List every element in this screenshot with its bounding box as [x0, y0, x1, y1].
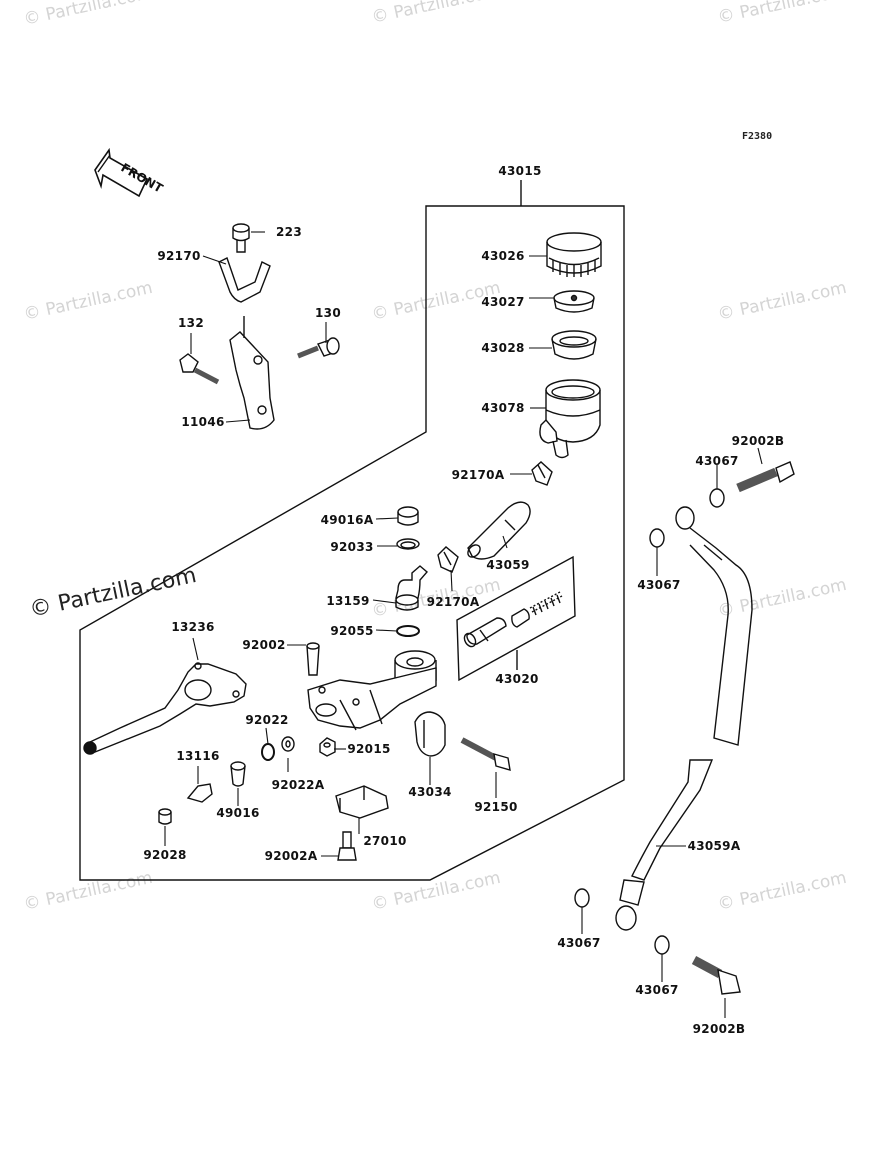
washer-43067	[709, 488, 725, 508]
figure-code: F2380	[742, 131, 773, 142]
pin-13116	[186, 783, 213, 803]
oring-92055	[396, 625, 420, 637]
banjo-bolt-92002b-upper	[736, 461, 795, 493]
boot-49016	[230, 761, 246, 787]
part-label[interactable]: 43015	[498, 164, 542, 178]
part-label[interactable]: 92015	[347, 742, 391, 756]
part-label[interactable]: 43027	[481, 295, 525, 309]
part-label[interactable]: 92150	[474, 800, 518, 814]
piston-43020	[463, 591, 563, 648]
part-label[interactable]: 92002B	[731, 434, 785, 448]
part-label[interactable]: 92170A	[451, 468, 505, 482]
part-label[interactable]: 13159	[326, 594, 370, 608]
part-label[interactable]: 92028	[143, 848, 187, 862]
part-label[interactable]: 27010	[363, 834, 407, 848]
part-label[interactable]: 43067	[635, 983, 679, 997]
part-label[interactable]: 43067	[695, 454, 739, 468]
fitting-13159	[395, 565, 428, 611]
part-label[interactable]: 43067	[637, 578, 681, 592]
diaphragm-43028	[551, 330, 597, 360]
clamp-43034	[414, 711, 446, 757]
clamp-92170a-top	[531, 461, 553, 486]
part-label[interactable]: 43078	[481, 401, 525, 415]
part-label[interactable]: 43059A	[687, 839, 741, 853]
part-label[interactable]: 43067	[557, 936, 601, 950]
part-label[interactable]: 11046	[181, 415, 225, 429]
part-label[interactable]: 43020	[495, 672, 539, 686]
part-label[interactable]: 13236	[171, 620, 215, 634]
part-label[interactable]: 92002	[242, 638, 286, 652]
part-label[interactable]: 92002A	[264, 849, 318, 863]
part-label[interactable]: 43028	[481, 341, 525, 355]
hose-43059a	[615, 506, 753, 931]
part-label[interactable]: 43059	[486, 558, 530, 572]
part-label[interactable]: 223	[276, 225, 302, 239]
plate-43027	[553, 290, 595, 313]
bracket-11046	[229, 316, 275, 430]
banjo-bolt-92002b-lower	[691, 956, 741, 995]
part-label[interactable]: 130	[315, 306, 341, 320]
cap-92028	[158, 808, 172, 825]
part-label[interactable]: 43034	[408, 785, 452, 799]
circlip-92033	[396, 538, 420, 550]
part-label[interactable]: 132	[178, 316, 204, 330]
clip-92022	[261, 743, 275, 761]
master-cylinder-body	[307, 650, 437, 731]
leader-lines	[164, 231, 763, 1018]
part-label[interactable]: 92022A	[271, 778, 325, 792]
part-label[interactable]: 92033	[330, 540, 374, 554]
part-label[interactable]: 92170A	[426, 595, 480, 609]
front-arrow-icon	[94, 147, 149, 198]
washer-43067	[654, 935, 670, 955]
switch-27010	[335, 785, 389, 819]
part-label[interactable]: 92170	[157, 249, 201, 263]
part-label[interactable]: 92002B	[692, 1022, 746, 1036]
bolt-132	[179, 353, 220, 385]
part-label[interactable]: 13116	[176, 749, 220, 763]
nut-92015	[319, 737, 336, 757]
reservoir-cap-43026	[546, 232, 602, 277]
clamp-92170a-lower	[437, 546, 459, 573]
clamp-92170	[218, 257, 271, 303]
lever-13236	[83, 662, 247, 755]
screw-92002a	[337, 831, 357, 861]
washer-43067	[574, 888, 590, 908]
part-label[interactable]: 43026	[481, 249, 525, 263]
part-label[interactable]: 92022	[245, 713, 289, 727]
screw-92002	[306, 642, 320, 676]
reservoir-43078	[539, 379, 601, 459]
screw-223	[232, 223, 250, 253]
part-label[interactable]: 92055	[330, 624, 374, 638]
valve-kit-boundary	[456, 555, 576, 682]
assembly-boundary	[79, 205, 625, 881]
washer-92022a	[281, 736, 295, 752]
part-label[interactable]: 49016A	[320, 513, 374, 527]
hose-43059	[467, 501, 531, 560]
bolt-92150	[460, 737, 511, 771]
part-label[interactable]: 49016	[216, 806, 260, 820]
bolt-130	[297, 337, 340, 359]
cap-49016a	[397, 506, 419, 526]
washer-43067	[649, 528, 665, 548]
